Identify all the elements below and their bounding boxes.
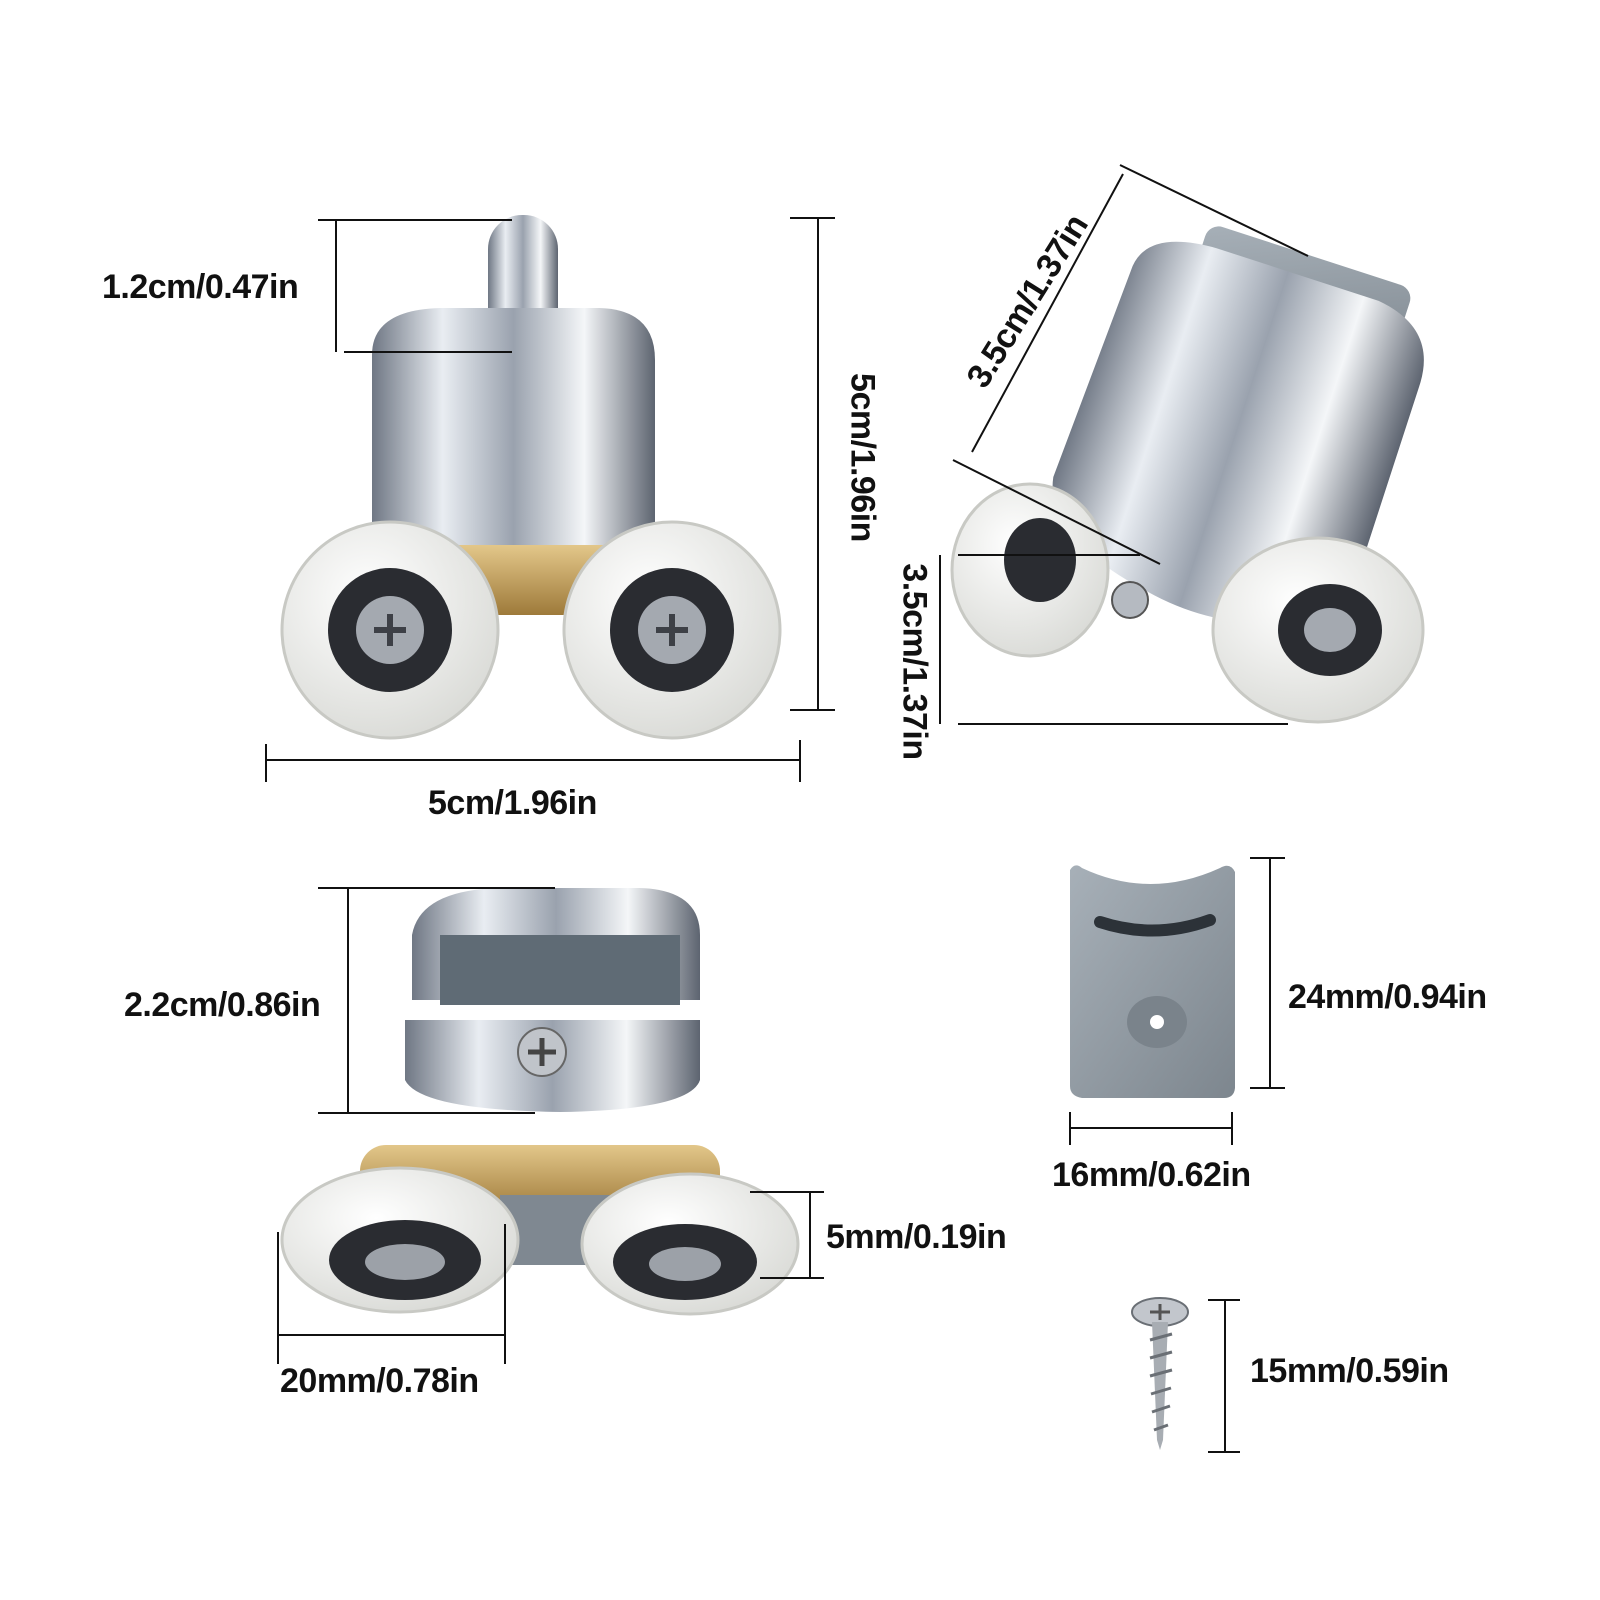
label-pad-width: 16mm/0.62in [1052,1156,1251,1194]
label-screw-length: 15mm/0.59in [1250,1352,1449,1390]
roller-wheel-side-right [580,1172,800,1316]
label-total-width: 5cm/1.96in [428,784,597,822]
dimension-lines-side [277,887,824,1364]
label-wheel-width: 5mm/0.19in [826,1218,1007,1256]
screw [1131,1297,1189,1450]
pad-body [1070,865,1235,1098]
label-pad-height: 24mm/0.94in [1288,978,1487,1016]
dimension-lines-screw [1208,1299,1240,1453]
dimension-lines-angled [939,164,1309,725]
label-clamp-height: 2.2cm/0.86in [124,986,321,1024]
roller-wheel-right [562,520,782,740]
guide-pad [1070,865,1235,1098]
roller-wheel-side-left [280,1166,520,1314]
label-side-height: 3.5cm/1.37in [895,563,934,760]
roller-clamp-gap [440,935,680,1005]
roller-body [372,308,655,560]
roller-angled-view [950,226,1425,724]
screw-head-icon [1111,581,1149,619]
roller-wheel-front [1211,536,1425,724]
pad-slot [1094,914,1216,937]
roller-wheel-back [950,482,1110,658]
roller-wheel-left [280,520,500,740]
label-total-height: 5cm/1.96in [843,373,882,542]
roller-front-view [280,215,782,740]
roller-housing [1052,241,1424,624]
label-wheel-diameter: 20mm/0.78in [280,1362,479,1400]
roller-side-view [280,888,800,1316]
label-pin-height: 1.2cm/0.47in [102,268,299,306]
dimension-lines-pad [1069,857,1285,1145]
dimension-lines-front [265,217,835,782]
